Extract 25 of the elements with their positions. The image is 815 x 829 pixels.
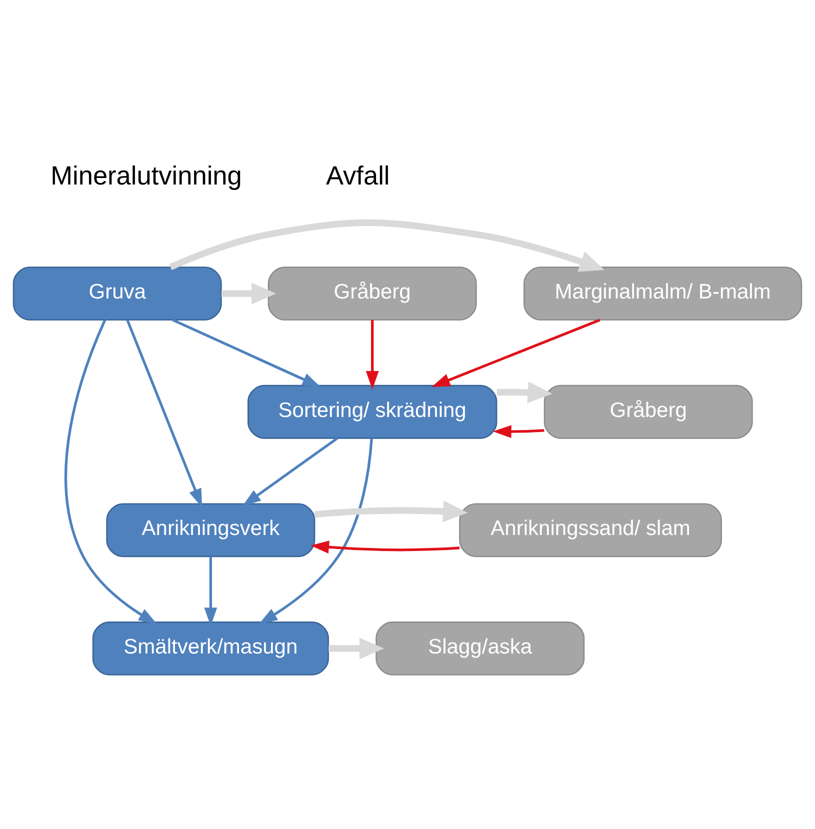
node-box: Slagg/aska (376, 622, 585, 676)
arrow (126, 319, 202, 508)
arrow (328, 638, 384, 660)
label: Mineralutvinning (50, 160, 242, 190)
arrow (169, 219, 604, 272)
arrow (172, 318, 321, 388)
node-box: Sortering/ skrädning (247, 384, 498, 439)
label: Avfall (326, 160, 390, 190)
node-box: Anrikningssand/ slam (459, 503, 722, 558)
node-box: Anrikningsverk (106, 503, 316, 558)
node-box: Gråberg (544, 384, 753, 439)
arrow (310, 540, 460, 554)
arrow (492, 425, 544, 438)
node-box: Gråberg (268, 266, 477, 321)
node-box: Smältverk/masugn (92, 622, 329, 676)
node-box: Marginalmalm/ B-malm (524, 266, 802, 321)
arrow (496, 382, 552, 404)
arrow (314, 500, 468, 522)
arrow (258, 438, 373, 624)
arrow (242, 437, 338, 506)
arrow (221, 282, 276, 304)
node-box: Gruva (12, 266, 222, 321)
arrow (366, 320, 379, 390)
arrow (432, 318, 600, 387)
arrow (64, 319, 158, 624)
